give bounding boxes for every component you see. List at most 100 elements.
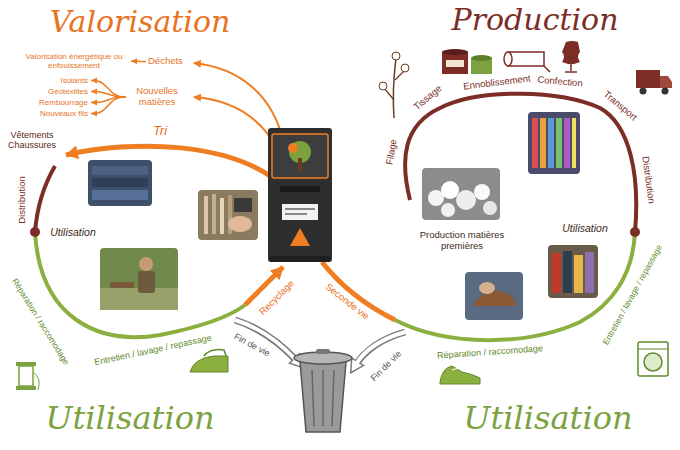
section-title: Utilisation	[463, 400, 634, 437]
iron-icon	[190, 356, 228, 372]
cotton-plant-icon	[379, 52, 409, 118]
thread-photo	[528, 112, 580, 174]
step-label: Confection	[536, 74, 584, 89]
paint-cans-icon	[442, 49, 468, 55]
paint-cans-icon	[471, 55, 492, 61]
sorting-photo	[212, 194, 216, 234]
washing-machine-icon	[638, 342, 668, 376]
truck-icon	[662, 88, 669, 95]
cotton-plant-icon	[393, 58, 396, 118]
cotton-photo	[483, 201, 497, 215]
clothes-photo	[585, 252, 594, 293]
mannequin-icon	[565, 71, 577, 73]
clothes-photo	[563, 251, 572, 293]
flow-loop	[194, 97, 279, 152]
node-text: Rembourrage	[39, 98, 88, 107]
trash-can	[294, 349, 352, 432]
node-text: Nouvelles matières	[128, 86, 186, 108]
jeans-photo	[92, 178, 148, 187]
flow-arrow	[131, 60, 146, 62]
flow-arrow	[91, 81, 126, 97]
cotton-plant-icon	[392, 52, 400, 60]
collection-container	[298, 158, 302, 172]
step-label: Réparation / raccomodage	[9, 276, 71, 368]
person-photo	[138, 271, 155, 293]
cotton-photo	[441, 203, 455, 217]
shoe-repair-photo	[479, 282, 495, 294]
fabric-roll-icon	[504, 52, 550, 72]
thread-spool-icon	[16, 386, 36, 390]
jeans-photo	[88, 160, 152, 206]
jeans-photo	[92, 166, 148, 175]
output-node: Nouveaux fils	[40, 109, 88, 118]
step-label: Tri	[152, 124, 168, 139]
step-label: Production matières premières	[411, 230, 513, 252]
sorting-photo	[228, 216, 252, 232]
flow-loop	[35, 232, 245, 337]
truck-icon	[660, 76, 672, 88]
washing-machine-icon	[644, 353, 662, 371]
collection-container	[290, 228, 310, 246]
sorting-photo	[234, 198, 252, 212]
truck-icon	[640, 88, 647, 95]
fabric-roll-icon	[544, 66, 550, 72]
shoe-repair-photo	[465, 272, 523, 320]
step-label: Distribution	[639, 155, 657, 206]
node-text: Valorisation énergétique ou enfouissemen…	[20, 52, 128, 70]
truck-icon	[636, 70, 672, 95]
clothes-photo	[548, 245, 598, 298]
node-text: Isolants	[60, 76, 88, 85]
flow-loop	[405, 94, 636, 232]
section-title: Valorisation	[49, 5, 232, 40]
clothes-photo	[548, 245, 598, 298]
output-node: Nouvelles matières	[128, 86, 186, 108]
trash-can	[322, 370, 324, 426]
cotton-photo	[474, 184, 490, 200]
fabric-roll-icon	[508, 52, 544, 66]
sneaker-icon	[452, 368, 458, 370]
cotton-photo	[441, 181, 459, 199]
thread-photo	[528, 112, 580, 174]
phase-label: Utilisation	[561, 222, 609, 234]
flow-loop	[395, 232, 635, 340]
flow-label: Fin de vie	[368, 348, 404, 384]
trash-can	[312, 370, 314, 426]
person-photo	[100, 248, 178, 310]
cotton-photo	[422, 168, 500, 220]
cotton-photo	[422, 168, 500, 220]
person-photo	[100, 248, 178, 310]
iron-icon	[190, 350, 228, 372]
trash-can	[316, 349, 330, 354]
clothes-photo	[552, 253, 561, 293]
output-node: Valorisation énergétique ou enfouissemen…	[20, 52, 128, 70]
trash-can	[332, 370, 334, 426]
collection-container	[282, 204, 318, 220]
paint-cans-icon	[446, 60, 464, 67]
collection-container	[270, 256, 330, 262]
section-title: Utilisation	[45, 400, 216, 437]
thread-spool-icon	[19, 366, 33, 386]
sneaker-icon	[440, 366, 480, 384]
output-node: Déchets	[148, 56, 183, 67]
flow-loop	[66, 146, 285, 188]
flow-arrow	[91, 92, 126, 97]
jeans-photo	[92, 190, 148, 200]
thread-photo	[572, 118, 576, 168]
flow-loop	[35, 166, 55, 232]
cotton-photo	[456, 190, 476, 210]
person-photo	[139, 257, 153, 271]
cotton-plant-icon	[379, 82, 387, 90]
paint-cans-icon	[442, 52, 468, 74]
paint-cans-icon	[442, 49, 492, 74]
truck-icon	[636, 70, 660, 88]
thread-photo	[532, 118, 538, 168]
sorting-photo	[220, 198, 224, 234]
thread-photo	[556, 118, 562, 168]
output-label: Vêtements Chaussures	[2, 130, 62, 151]
sorting-photo	[204, 196, 208, 234]
collection-container	[268, 128, 332, 262]
sorting-photo	[198, 190, 258, 240]
collection-container	[272, 134, 328, 178]
jeans-photo	[88, 160, 152, 206]
